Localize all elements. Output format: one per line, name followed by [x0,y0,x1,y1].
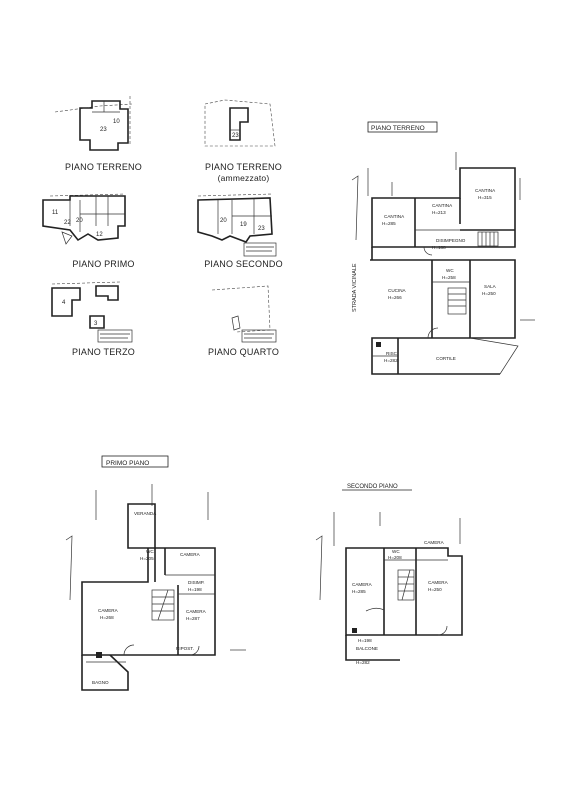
second-camera-left: CAMERA [352,582,373,587]
plan-second-floor: SECONDO PIANO WC H=208 CAMERA CAMERA H=2… [315,484,463,665]
stairs-first [151,589,175,621]
ground-title: PIANO TERRENO [371,125,425,132]
stairs-second [397,569,415,601]
ground-disimpegno: DISIMPEGNO [436,238,466,243]
thumb3-room-22: 22 [64,220,71,226]
second-wc: WC [392,549,400,554]
thumb-piano-primo: 11 22 20 12 [42,193,126,245]
second-camera-top: CAMERA [424,540,445,545]
ground-wc: WC [446,268,454,273]
thumb3-room-12: 12 [96,232,103,238]
thumb2-room-23: 23 [232,133,239,139]
second-title: SECONDO PIANO [347,484,398,490]
ground-title-box [367,121,438,133]
plan-first-floor: PRIMO PIANO VERANDA WC H=205 CAMERA DISI… [65,455,246,691]
second-h282: H=282 [356,660,370,665]
ground-risc: RISC. [386,351,398,356]
thumb1-room-23: 23 [100,127,107,133]
thumb-piano-terreno: 23 10 [54,96,133,151]
ground-cortile: CORTILE [436,356,456,361]
ground-cantina-2-h: H=213 [432,210,446,215]
first-camera-right: CAMERA [186,609,207,614]
ground-cucina-h: H=266 [388,295,402,300]
first-camera-left-h: H=268 [100,615,114,620]
second-h198: H=198 [358,638,372,643]
first-wc-h: H=205 [140,556,154,561]
caption-piano-secondo: PIANO SECONDO [204,259,283,269]
thumb-piano-secondo: 20 19 23 [197,193,277,257]
stairs-ground-upper [477,231,499,247]
ground-cantina-1-h: H=285 [382,221,396,226]
ground-cantina-3: CANTINA [475,188,496,193]
second-camera-left-h: H=285 [352,589,366,594]
thumb5-room-4: 4 [62,300,66,306]
ground-disimpegno-h: H=188 [432,245,446,250]
first-veranda: VERANDA [134,511,157,516]
first-title: PRIMO PIANO [106,460,149,467]
ground-sala: SALA [484,284,497,289]
thumb-piano-terreno-ammezzato: 23 [204,99,276,147]
thumb1-room-10: 10 [113,119,120,125]
second-camera-right: CAMERA [428,580,449,585]
first-disimp-h: H=198 [188,587,202,592]
first-camera-right-h: H=287 [186,616,200,621]
second-wc-h: H=208 [388,555,402,560]
second-camera-right-h: H=250 [428,587,442,592]
first-ripost: RIPOST. [176,646,194,651]
caption-piano-terreno-ammezzato: PIANO TERRENO [205,162,282,172]
thumb4-room-23: 23 [258,226,265,232]
caption-piano-quarto: PIANO QUARTO [207,347,280,357]
thumb-piano-terzo: 4 3 [51,281,133,343]
thumb5-room-3: 3 [94,321,98,327]
first-wc: WC [146,549,154,554]
ground-cantina-2: CANTINA [432,203,453,208]
ground-cantina-3-h: H=315 [478,195,492,200]
caption-piano-terreno: PIANO TERRENO [65,162,142,172]
thumb3-room-11: 11 [52,210,59,216]
ground-cantina-1: CANTINA [384,214,405,219]
first-camera-top: CAMERA [180,552,201,557]
thumb-piano-quarto [211,285,277,343]
first-disimp: DISIMP. [188,580,205,585]
plan-ground-floor: PIANO TERRENO [351,121,535,375]
caption-ammezzato: (ammezzato) [217,173,270,183]
thumb4-room-19: 19 [240,222,247,228]
first-title-box [101,455,169,468]
ground-sala-h: H=250 [482,291,496,296]
caption-piano-terzo: PIANO TERZO [71,347,136,357]
thumb4-room-20: 20 [220,218,227,224]
thumb3-room-20: 20 [76,218,83,224]
first-bagno: BAGNO [92,680,109,685]
ground-cucina: CUCINA [388,288,407,293]
caption-piano-primo: PIANO PRIMO [72,259,135,269]
ground-wc-h: H=258 [442,275,456,280]
first-camera-left: CAMERA [98,608,119,613]
second-balcone: BALCONE [356,646,378,651]
ground-risc-h: H=282 [384,358,398,363]
ground-street-label: STRADA VICINALE [352,263,358,312]
stairs-ground-lower [447,287,467,315]
